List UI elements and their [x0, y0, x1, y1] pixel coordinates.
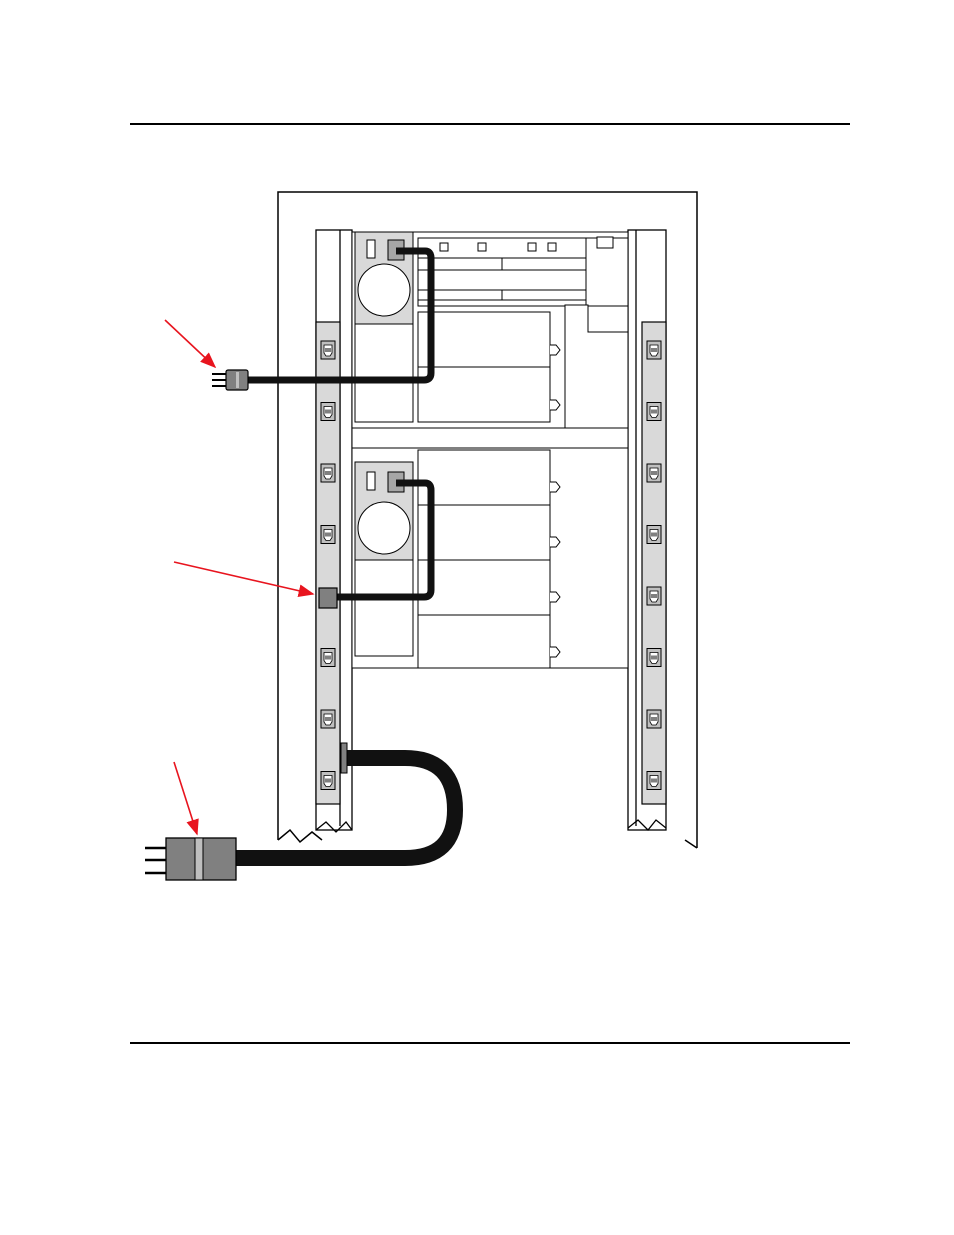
arrow-icon	[174, 762, 197, 834]
outlet-icon	[647, 710, 661, 728]
outlet-icon	[321, 772, 335, 790]
outlet-icon	[321, 341, 335, 359]
arrow-icon	[165, 320, 215, 367]
occupied-pdu-outlet	[319, 588, 337, 608]
upper-chassis	[352, 232, 628, 448]
outlet-icon	[321, 464, 335, 482]
outlet-icon	[647, 464, 661, 482]
led-indicator-icon	[597, 237, 613, 248]
left-pdu-strip	[316, 322, 340, 804]
outlet-icon	[321, 403, 335, 421]
outlet-icon	[321, 649, 335, 667]
connector-icon	[236, 372, 239, 388]
arrow-icon	[174, 562, 313, 594]
outlet-icon	[647, 403, 661, 421]
right-pdu-strip	[642, 322, 666, 804]
power-plug-icon	[145, 838, 236, 880]
outlet-icon	[321, 710, 335, 728]
outlet-icon	[647, 649, 661, 667]
power-switch-icon	[367, 240, 375, 258]
outlet-icon	[647, 341, 661, 359]
outlet-icon	[647, 772, 661, 790]
lower-chassis	[352, 448, 628, 668]
loose-connector	[212, 370, 248, 390]
outlet-icon	[321, 526, 335, 544]
outlet-icon	[647, 587, 661, 605]
outlet-icon	[647, 526, 661, 544]
power-switch-icon	[367, 472, 375, 490]
callout-arrows	[165, 320, 313, 834]
